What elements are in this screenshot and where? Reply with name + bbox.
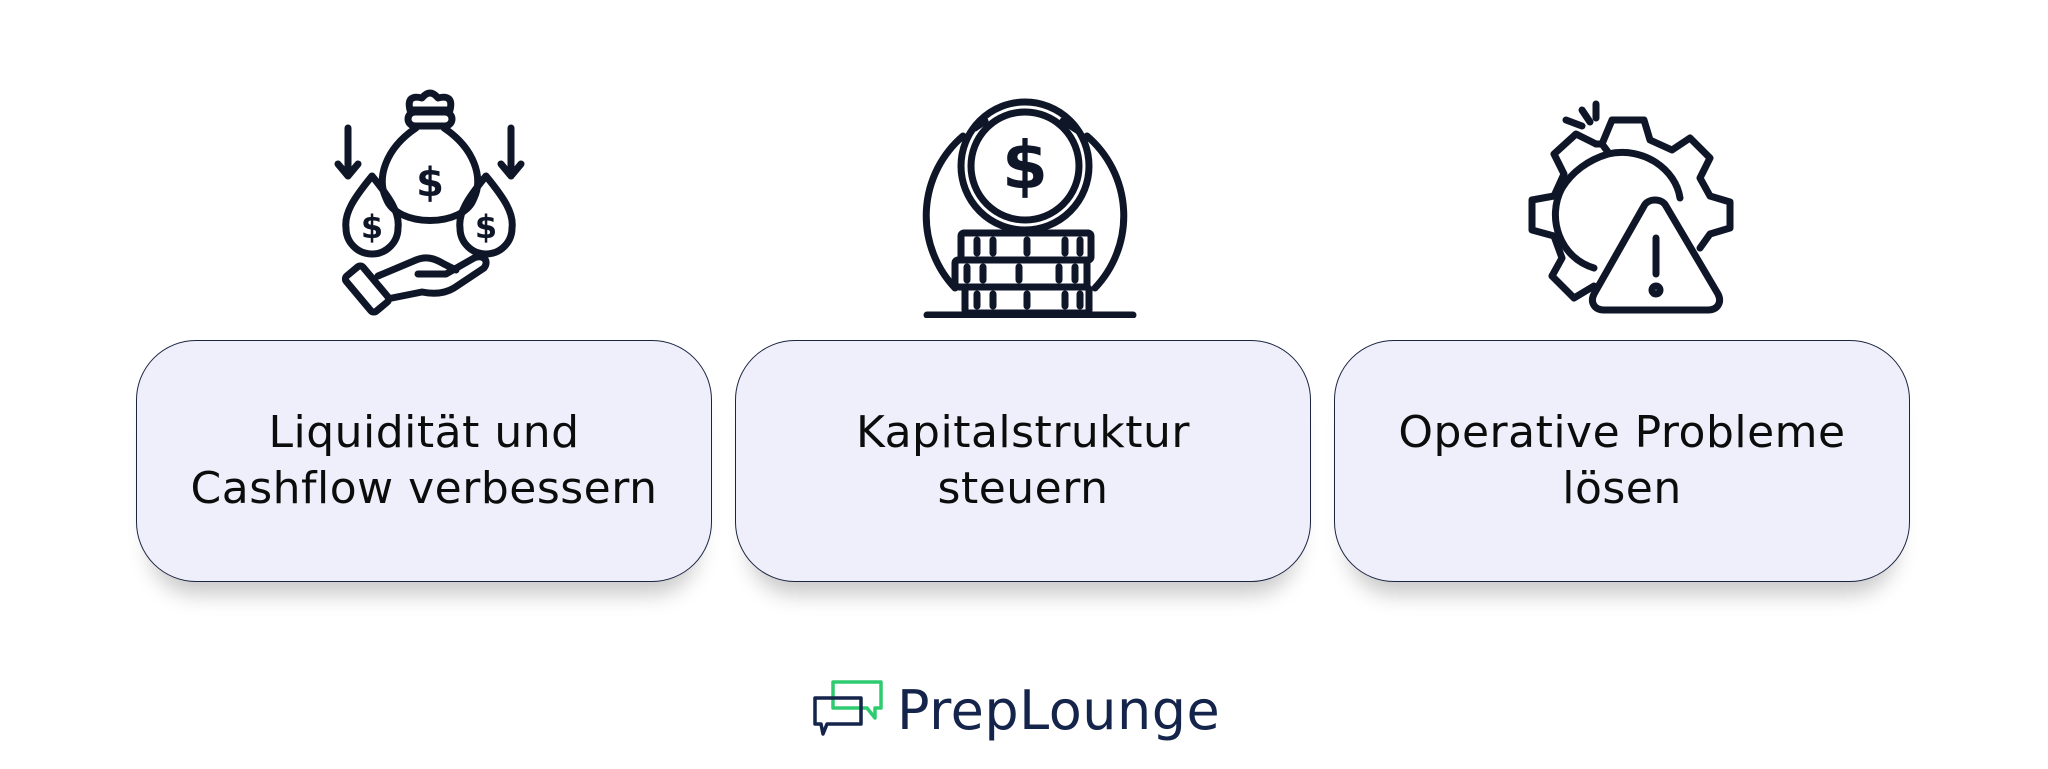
svg-text:$: $ <box>416 160 444 206</box>
logo-text: PrepLounge <box>897 678 1221 742</box>
broken-gear-warning-icon <box>1504 88 1744 318</box>
svg-text:$: $ <box>475 208 497 246</box>
card-label: Kapitalstruktur steuern <box>856 407 1190 514</box>
card-operational-problems: Operative Probleme lösen <box>1334 340 1910 582</box>
svg-text:$: $ <box>361 208 383 246</box>
card-label: Liquidität und Cashflow verbessern <box>190 407 658 514</box>
card-capital-structure: Kapitalstruktur steuern <box>735 340 1311 582</box>
chat-bubbles-icon <box>813 680 883 736</box>
item-capital-structure: $ Kapitalstruktur steuern <box>735 0 1315 600</box>
money-bag-hand-icon: $ $ $ <box>306 88 546 318</box>
card-liquidity: Liquidität und Cashflow verbessern <box>136 340 712 582</box>
item-liquidity: $ $ $ Liquidität und Cashflow verbessern <box>136 0 716 600</box>
item-operational-problems: Operative Probleme lösen <box>1334 0 1914 600</box>
preplounge-logo: PrepLounge <box>813 678 1220 742</box>
coin-stack-icon: $ <box>905 88 1145 319</box>
svg-text:$: $ <box>1002 127 1048 204</box>
card-label: Operative Probleme lösen <box>1398 407 1846 514</box>
